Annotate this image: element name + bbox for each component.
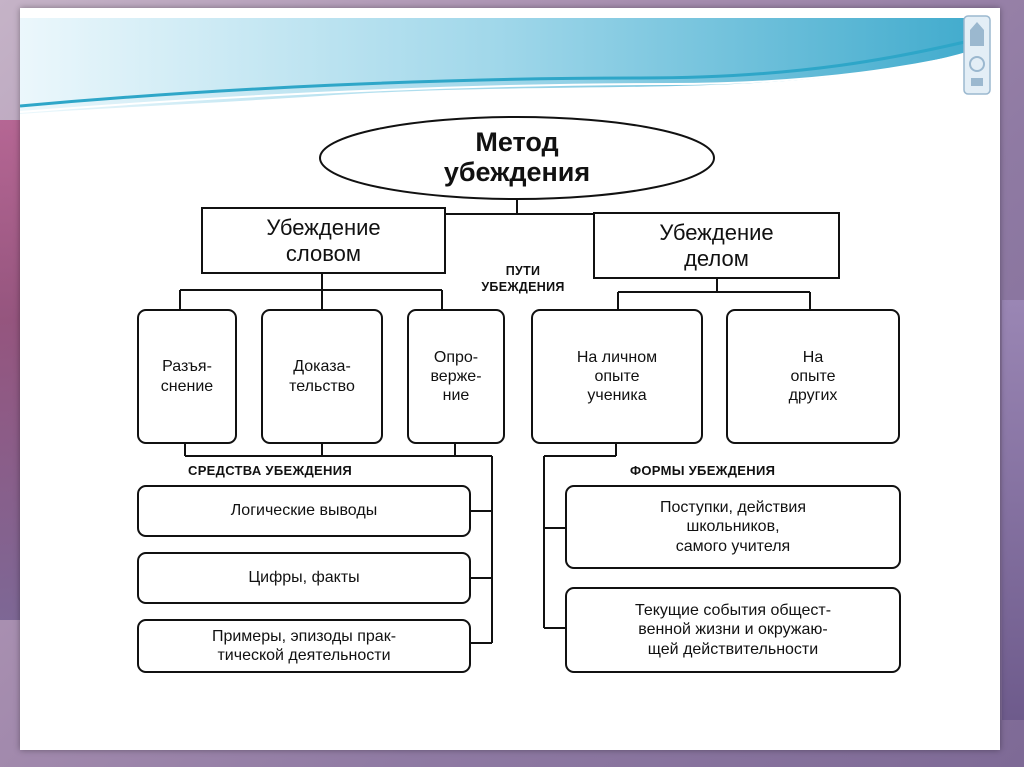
root-node-label: Метод убеждения: [443, 127, 591, 187]
header-wave: [20, 18, 996, 114]
forms-current-events-label: Текущие события общест- венной жизни и о…: [634, 602, 832, 658]
forms-actions-label: Поступки, действия школьников, самого уч…: [660, 499, 806, 555]
way-personal-experience-label: На личном опыте ученика: [576, 348, 658, 405]
means-caption: СРЕДСТВА УБЕЖДЕНИЯ: [188, 463, 352, 478]
branch-deed-label: Убеждение делом: [659, 220, 774, 271]
way-others-experience-label: На опыте других: [788, 348, 838, 405]
slide: Метод убеждения Убеждение словом Убежден…: [20, 8, 1000, 750]
way-refutation-label: Опро- верже- ние: [430, 348, 482, 405]
branch-word-shape: [201, 207, 446, 274]
background-band-right: [1002, 300, 1024, 720]
forms-caption: ФОРМЫ УБЕЖДЕНИЯ: [630, 463, 776, 478]
diagram-canvas: [137, 116, 901, 673]
means-logical-conclusions-label: Логические выводы: [230, 502, 378, 520]
branch-word-label: Убеждение словом: [266, 215, 381, 266]
crest-logo-icon: [963, 15, 991, 95]
means-examples-label: Примеры, эпизоды прак- тической деятельн…: [211, 627, 397, 664]
way-explanation-label: Разъя- снение: [160, 358, 214, 395]
ways-caption: ПУТИ УБЕЖДЕНИЯ: [481, 264, 565, 294]
way-proof-label: Доказа- тельство: [289, 358, 355, 395]
means-figures-facts-label: Цифры, факты: [248, 569, 360, 587]
